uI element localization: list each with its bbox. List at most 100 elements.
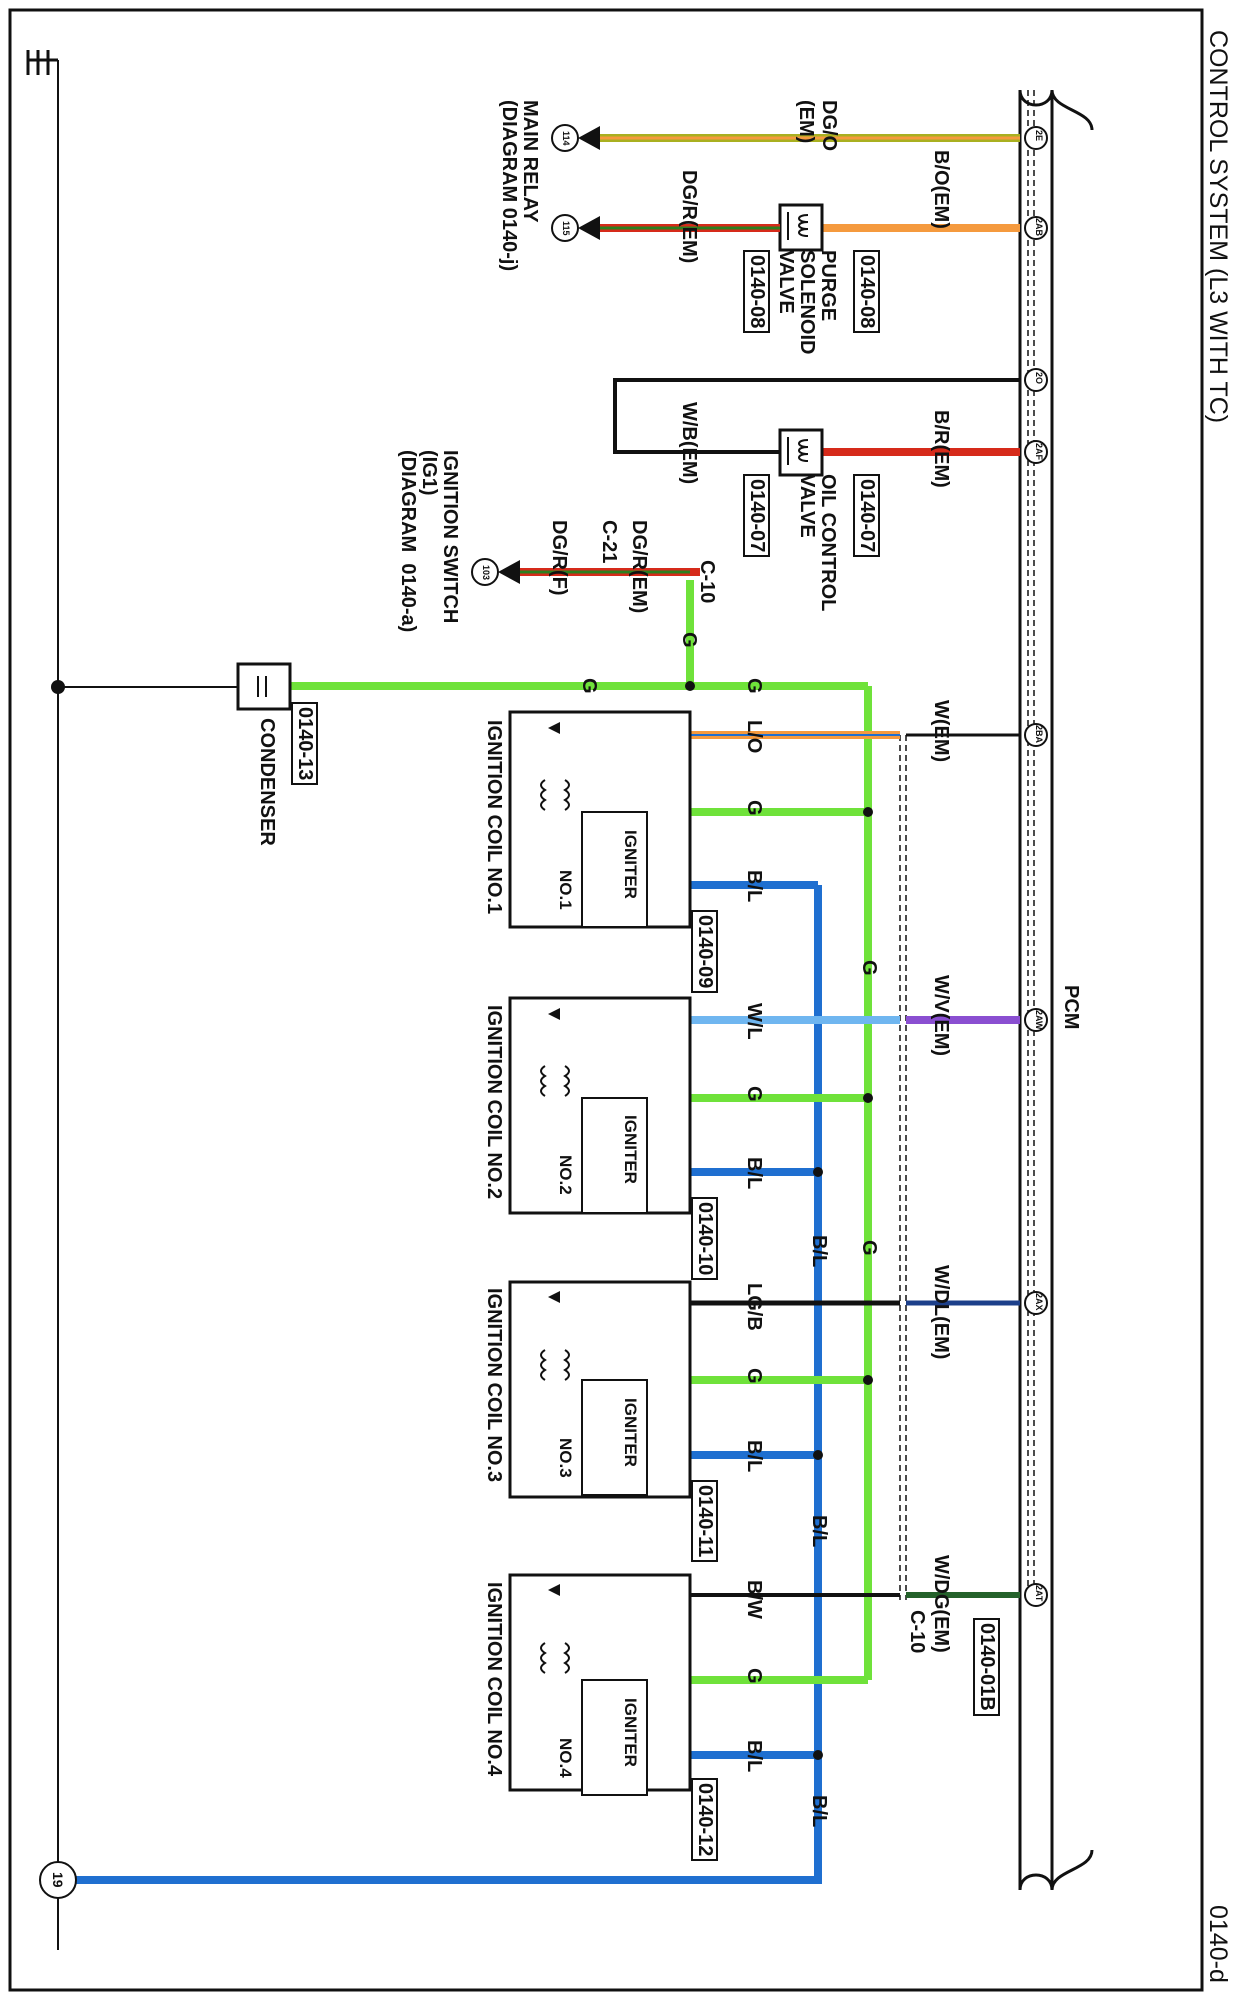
igniter1-label: IGNITER	[621, 830, 640, 899]
wire-label-w: W(EM)	[930, 700, 952, 763]
wire-label-w-dl: W/DL(EM)	[930, 1265, 952, 1360]
wire-label-g: G	[678, 632, 700, 648]
pcm-body	[1018, 89, 1054, 1891]
diode-icon	[548, 722, 560, 1596]
junction-dots	[813, 807, 873, 1760]
ref-0140-10: 0140-10	[691, 1197, 718, 1281]
igniter2-box	[581, 1097, 648, 1214]
igniter4-label: IGNITER	[621, 1698, 640, 1767]
circle-103	[471, 558, 499, 586]
wire-label-b-l: B/L	[743, 1740, 765, 1773]
pin-2o: 2O	[1034, 372, 1044, 385]
wire-label-g: G	[743, 1668, 765, 1684]
condenser-label: CONDENSER	[256, 718, 278, 846]
wire-label-w-b: W/B(EM)	[678, 402, 700, 485]
pin-2e: 2E	[1034, 130, 1044, 142]
wire-label-dg-r-em: DG/R(EM)	[628, 520, 650, 614]
coil3-number: NO.3	[556, 1438, 575, 1478]
page-code: 0140-d	[1204, 1905, 1232, 1983]
wire-label-w-l: W/L	[743, 1003, 765, 1040]
ground-number: 19	[50, 1872, 66, 1888]
wire-label-b-l: B/L	[808, 1795, 830, 1828]
coil1-label: IGNITION COIL NO.1	[483, 720, 505, 915]
ref-0140-11: 0140-11	[691, 1480, 718, 1563]
igniter4-box	[581, 1679, 648, 1796]
wire-label-b-l: B/L	[743, 1157, 765, 1190]
ref-0140-07: 0140-07	[743, 474, 770, 558]
wire-label-g: G	[858, 960, 880, 976]
pcm-pins	[1024, 126, 1048, 1607]
pin-2ba: 2BA	[1034, 725, 1044, 744]
coil4-number: NO.4	[556, 1738, 575, 1778]
connector-c21: C-21	[598, 520, 620, 564]
wire-label-b-l: B/L	[808, 1235, 830, 1268]
circle-114-label: 114	[561, 131, 571, 146]
wire-label-w-v: W/V(EM)	[930, 975, 952, 1057]
solenoid-icon	[787, 437, 809, 465]
coil2-label: IGNITION COIL NO.2	[483, 1005, 505, 1200]
circle-115-label: 115	[561, 221, 571, 236]
pin-2ab: 2AB	[1034, 218, 1044, 237]
igniter3-box	[581, 1379, 648, 1496]
wire-2o-loop	[613, 378, 1020, 454]
ground-circle	[39, 1861, 77, 1899]
wire-label-dg-o: DG/O (EM)	[795, 100, 840, 152]
oil-valve-label: OIL CONTROL VALVE	[796, 474, 839, 612]
ref-0140-09: 0140-09	[691, 910, 718, 994]
ref-0140-08: 0140-08	[743, 250, 770, 334]
pin-2af: 2AF	[1034, 443, 1044, 461]
arrow-icon	[578, 216, 600, 240]
coil3-label: IGNITION COIL NO.3	[483, 1288, 505, 1483]
wire-label-l-o: L/O	[743, 720, 765, 754]
pcm-top-curl	[1050, 89, 1094, 131]
outer-border	[8, 8, 1204, 1992]
coil4-label: IGNITION COIL NO.4	[483, 1582, 505, 1777]
main-relay-label: MAIN RELAY (DIAGRAM 0140-j)	[498, 100, 541, 272]
wire-label-b-r: B/R(EM)	[930, 410, 952, 488]
circle-114	[551, 124, 579, 152]
purge-valve-label: PURGE SOLENOID VALVE	[775, 250, 839, 355]
coil-winding-icon	[540, 779, 570, 1674]
wire-label-g: G	[743, 1086, 765, 1102]
wire-bl-ground	[72, 885, 822, 1884]
wire-label-b-w: B/W	[743, 1580, 765, 1619]
ref-0140-07: 0140-07	[853, 474, 880, 558]
ref-0140-13: 0140-13	[291, 702, 318, 786]
solenoid-icon	[787, 212, 809, 240]
circle-115	[551, 214, 579, 242]
arrow-icon	[578, 126, 600, 150]
pin-2at: 2AT	[1034, 1585, 1044, 1602]
ref-0140-08: 0140-08	[853, 250, 880, 334]
pcm-label: PCM	[1060, 985, 1082, 1030]
igniter2-label: IGNITER	[621, 1115, 640, 1184]
coil1-number: NO.1	[556, 870, 575, 910]
circle-103-label: 103	[481, 565, 491, 581]
pin-2ax: 2AX	[1034, 1293, 1044, 1311]
wire-label-b-o: B/O(EM)	[930, 150, 952, 229]
wire-label-g: G	[858, 1240, 880, 1256]
coil2-number: NO.2	[556, 1155, 575, 1195]
wire-label-b-l: B/L	[743, 870, 765, 903]
connector-c10: C-10	[696, 560, 718, 604]
wire-label-b-l: B/L	[808, 1515, 830, 1548]
wire-label-dg-r-f: DG/R(F)	[548, 520, 570, 596]
igniter3-label: IGNITER	[621, 1398, 640, 1467]
wire-label-g: G	[743, 800, 765, 816]
ref-0140-12: 0140-12	[691, 1778, 718, 1862]
arrow-icon	[498, 560, 520, 584]
pcm-bottom-curl	[1050, 1849, 1094, 1891]
pin-2aw: 2AW	[1034, 1010, 1044, 1030]
wire-label-g: G	[743, 1368, 765, 1384]
junction-dot	[685, 681, 695, 691]
igniter1-box	[581, 811, 648, 928]
connector-c10: C-10	[906, 1610, 928, 1654]
condenser-box	[236, 662, 292, 711]
wire-label-dg-r: DG/R(EM)	[678, 170, 700, 264]
wire-label-g: G	[743, 678, 765, 694]
wire-label-w-dg: W/DG(EM)	[930, 1555, 952, 1653]
wire-label-lg-b: LG/B	[743, 1283, 765, 1331]
wire-label-g: G	[578, 678, 600, 694]
ref-0140-01b: 0140-01B	[973, 1618, 1000, 1716]
ignition-switch-label: IGNITION SWITCH (IG1) (DIAGRAM 0140-a)	[397, 450, 461, 633]
